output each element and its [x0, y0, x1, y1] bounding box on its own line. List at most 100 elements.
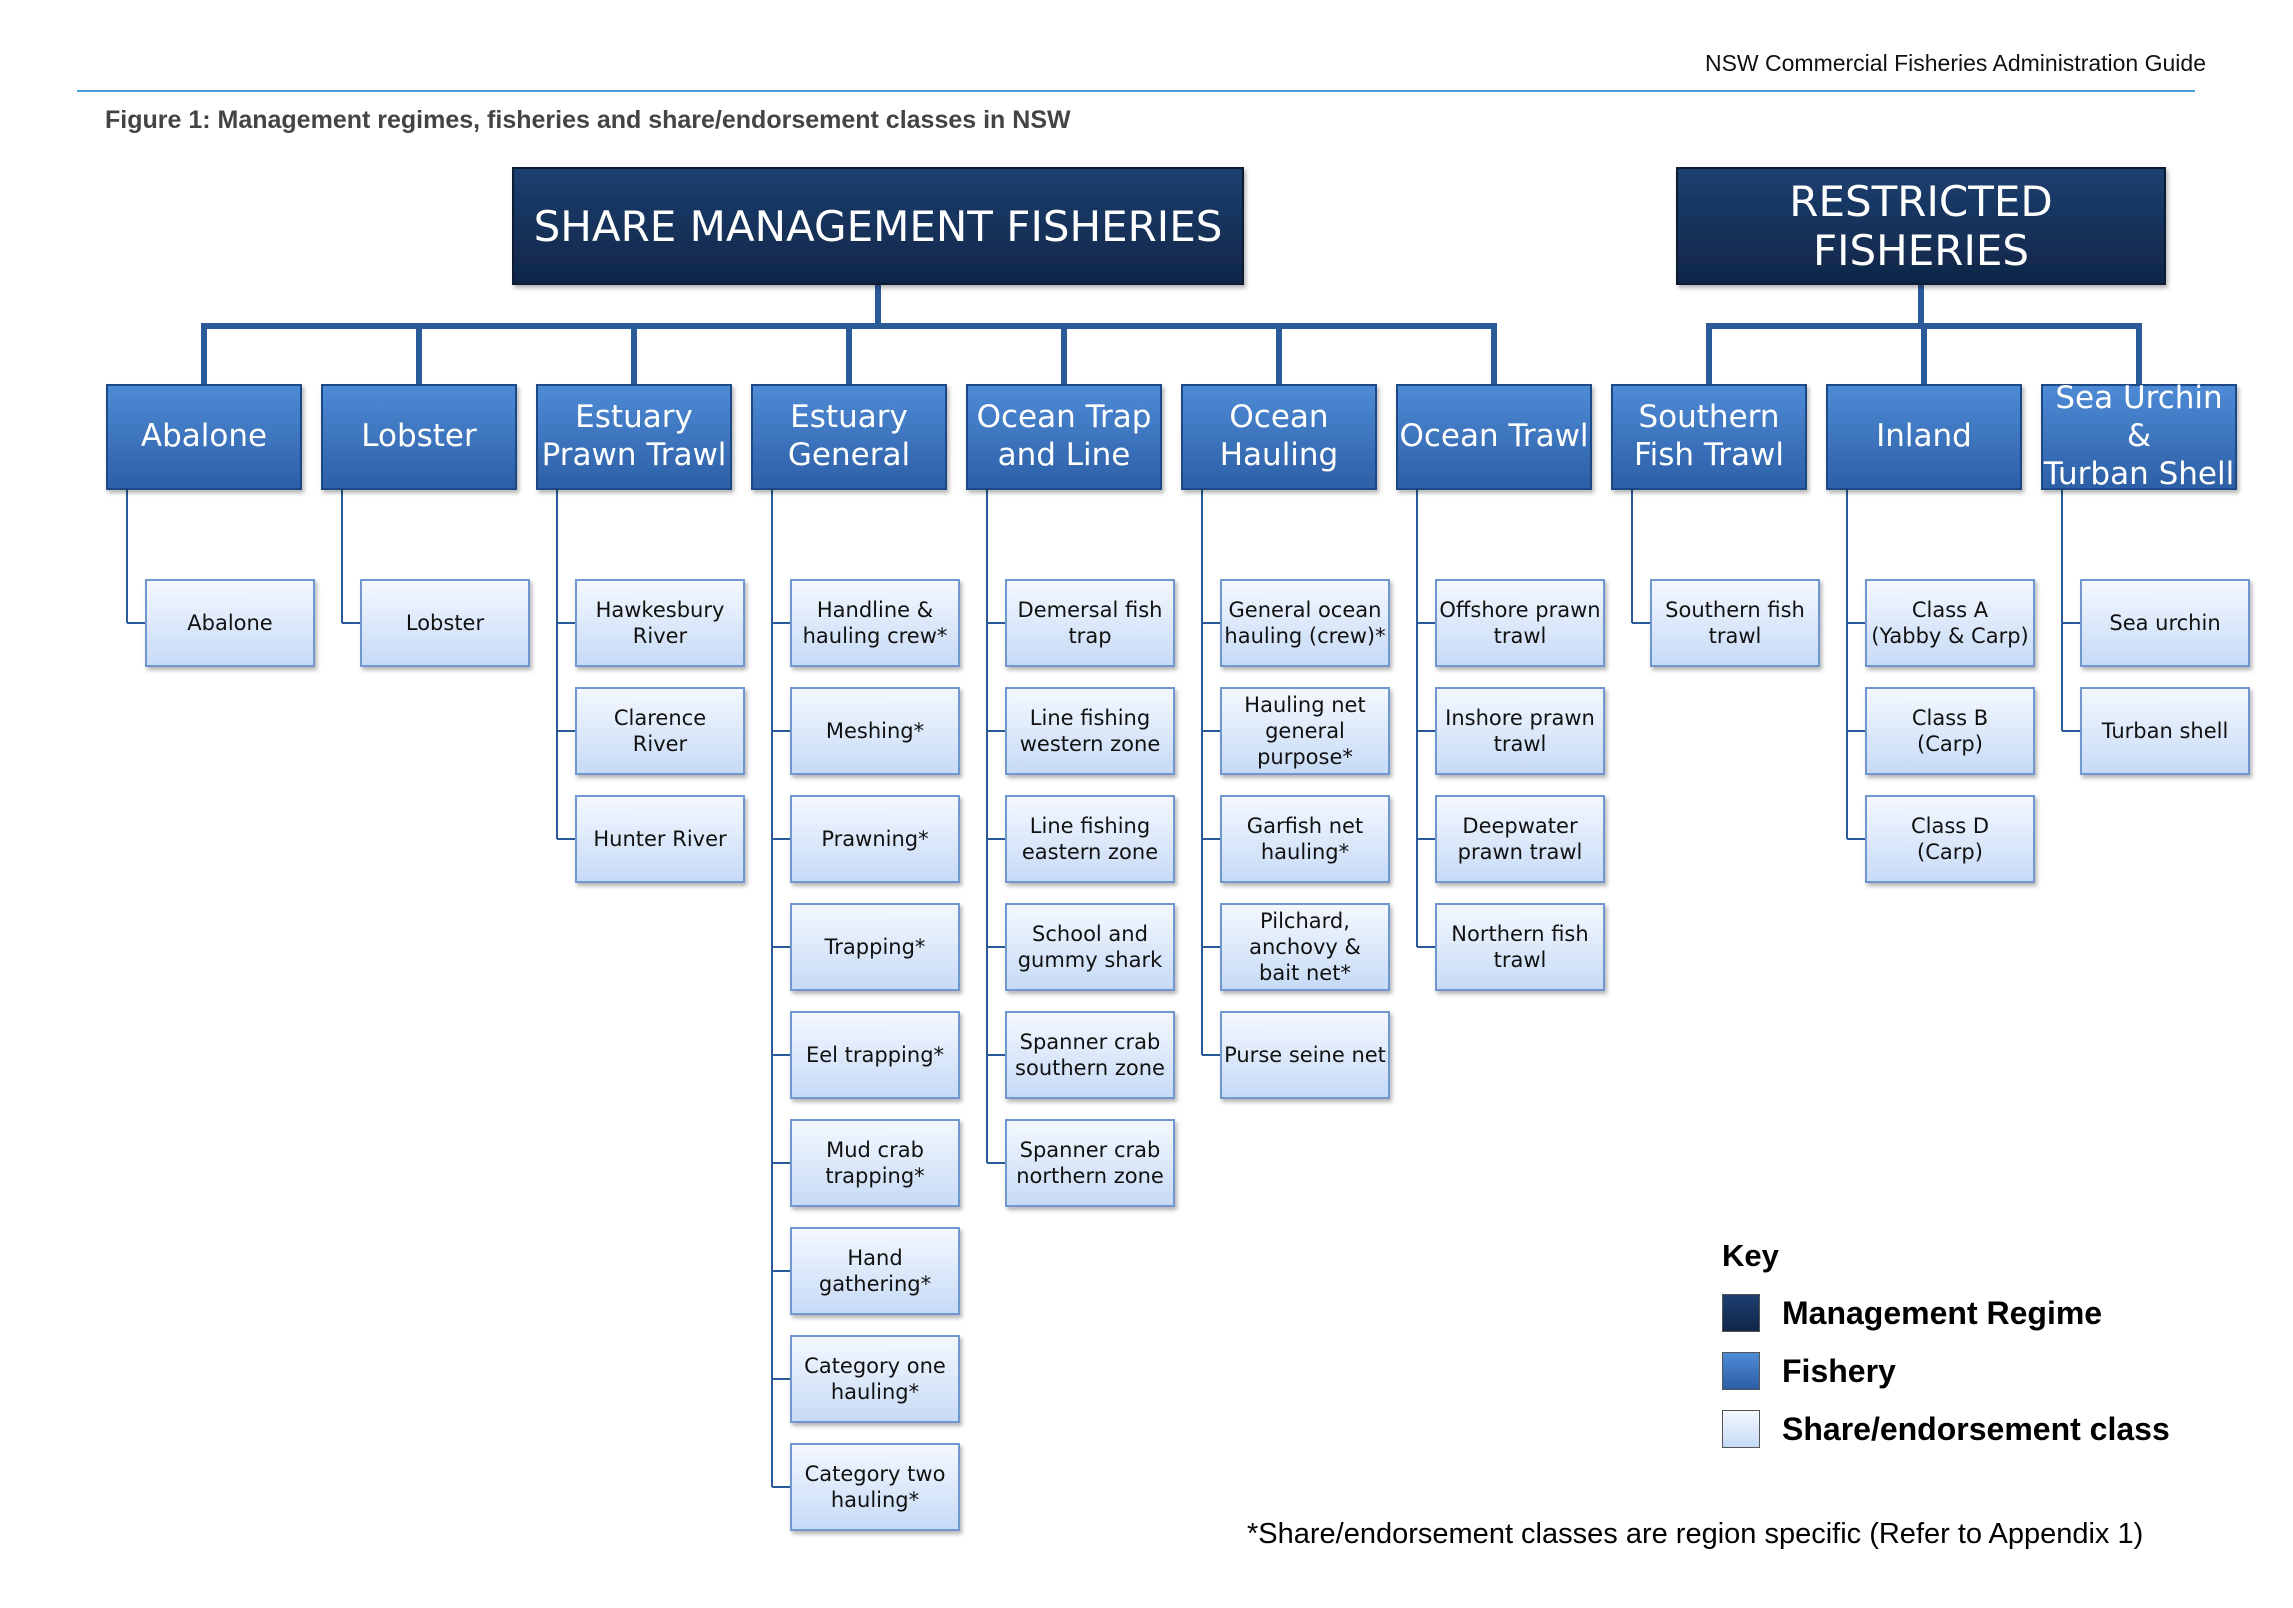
class-garfish-net-hauling: Garfish net hauling* [1246, 813, 1364, 864]
fishery-estuary-prawn-trawl: Estuary Prawn Trawl [541, 399, 727, 473]
key-item-fishery: Fishery [1722, 1352, 1896, 1390]
fishery-box [536, 384, 732, 490]
fishery-ocean-trap-and-line: Ocean Trap and Line [976, 399, 1152, 473]
class-purse-seine-net: Purse seine net [1224, 1042, 1386, 1067]
class-hauling-net-general-purpose: Hauling net general purpose* [1244, 692, 1366, 770]
regime-title-share-management-fisheries: SHARE MANAGEMENT FISHERIES [533, 201, 1223, 251]
class-inshore-prawn-trawl: Inshore prawn trawl [1445, 705, 1595, 756]
class-box [145, 579, 315, 667]
class-class-a-yabby-carp: Class A (Yabby & Carp) [1871, 597, 2029, 648]
class-box [790, 579, 960, 667]
class-handline-hauling-crew: Handline & hauling crew* [802, 597, 948, 648]
class-class-d-carp: Class D (Carp) [1910, 813, 1990, 864]
class-box [1435, 903, 1605, 991]
fishery-box [1826, 384, 2022, 490]
class-lobster: Lobster [405, 610, 485, 635]
footnote: *Share/endorsement classes are region sp… [1247, 1518, 2144, 1550]
connector-lines [126, 284, 2142, 1488]
class-sea-urchin: Sea urchin [2109, 610, 2221, 635]
fishery-box [106, 384, 302, 490]
class-box [1650, 579, 1820, 667]
class-box [1005, 1011, 1175, 1099]
key-title: Key [1722, 1238, 1779, 1273]
class-box [1865, 579, 2035, 667]
key-label: Share/endorsement class [1782, 1410, 2170, 1447]
regime-box [512, 167, 1244, 285]
fishery-ocean-trawl: Ocean Trawl [1399, 418, 1589, 455]
class-box [790, 1227, 960, 1315]
class-line-fishing-eastern-zone: Line fishing eastern zone [1021, 813, 1159, 864]
class-box [1005, 795, 1175, 883]
class-general-ocean-hauling-crew: General ocean hauling (crew)* [1224, 597, 1386, 648]
class-trapping: Trapping* [824, 934, 926, 959]
fishery-box [751, 384, 947, 490]
class-category-one-hauling: Category one hauling* [804, 1353, 946, 1404]
key-swatch-fishery [1722, 1352, 1760, 1390]
fishery-inland: Inland [1876, 418, 1972, 455]
class-prawning: Prawning* [821, 826, 929, 851]
class-pilchard-anchovy-bait-net: Pilchard, anchovy & bait net* [1249, 908, 1361, 986]
class-eel-trapping: Eel trapping* [805, 1042, 945, 1067]
class-deepwater-prawn-trawl: Deepwater prawn trawl [1457, 813, 1583, 864]
fishery-box [2041, 384, 2237, 490]
class-box [1435, 795, 1605, 883]
class-box [1435, 579, 1605, 667]
figure-title: Figure 1: Management regimes, fisheries … [105, 106, 1071, 134]
class-box [1005, 579, 1175, 667]
key-item-management-regime: Management Regime [1722, 1294, 2102, 1332]
class-box [360, 579, 530, 667]
class-line-fishing-western-zone: Line fishing western zone [1019, 705, 1161, 756]
class-box [575, 795, 745, 883]
class-offshore-prawn-trawl: Offshore prawn trawl [1439, 597, 1601, 648]
key-label: Fishery [1782, 1352, 1896, 1389]
class-box [1005, 1119, 1175, 1207]
regime-title-restricted-fisheries: RESTRICTED FISHERIES [1789, 177, 2053, 275]
class-demersal-fish-trap: Demersal fish trap [1017, 597, 1163, 648]
key-item-share-class: Share/endorsement class [1722, 1410, 2170, 1448]
fishery-ocean-hauling: Ocean Hauling [1219, 399, 1339, 473]
class-box [790, 1335, 960, 1423]
fishery-box [966, 384, 1162, 490]
class-box [790, 795, 960, 883]
class-hand-gathering: Hand gathering* [818, 1245, 932, 1296]
class-box [790, 687, 960, 775]
class-box [2080, 579, 2250, 667]
key-swatch-regime [1722, 1294, 1760, 1332]
class-category-two-hauling: Category two hauling* [804, 1461, 946, 1512]
class-box [790, 1443, 960, 1531]
fishery-box [1611, 384, 1807, 490]
class-southern-fish-trawl: Southern fish trawl [1665, 597, 1805, 648]
class-box [1005, 687, 1175, 775]
class-box [2080, 687, 2250, 775]
class-box [1220, 795, 1390, 883]
fishery-box [1396, 384, 1592, 490]
class-hunter-river: Hunter River [593, 826, 727, 851]
class-box [575, 579, 745, 667]
key-label: Management Regime [1782, 1294, 2103, 1331]
class-school-and-gummy-shark: School and gummy shark [1017, 921, 1163, 972]
fishery-box [321, 384, 517, 490]
header-rule [77, 90, 2195, 92]
document-title: NSW Commercial Fisheries Administration … [1704, 50, 2206, 76]
class-box [1220, 903, 1390, 991]
regime-box [1676, 167, 2166, 285]
class-spanner-crab-southern-zone: Spanner crab southern zone [1015, 1029, 1165, 1080]
class-box [790, 1119, 960, 1207]
class-abalone: Abalone [187, 610, 273, 635]
class-box [575, 687, 745, 775]
fishery-lobster: Lobster [361, 418, 477, 455]
key-swatch-class [1722, 1410, 1760, 1448]
fishery-southern-fish-trawl: Southern Fish Trawl [1634, 399, 1784, 473]
class-turban-shell: Turban shell [2101, 718, 2229, 743]
class-northern-fish-trawl: Northern fish trawl [1451, 921, 1589, 972]
class-meshing: Meshing* [825, 718, 925, 743]
fishery-sea-urchin-turban-shell: Sea Urchin & Turban Shell [2043, 380, 2235, 492]
fishery-abalone: Abalone [140, 418, 268, 455]
class-mud-crab-trapping: Mud crab trapping* [825, 1137, 925, 1188]
class-box [1435, 687, 1605, 775]
class-box [1005, 903, 1175, 991]
class-box [1220, 1011, 1390, 1099]
class-box [1220, 579, 1390, 667]
